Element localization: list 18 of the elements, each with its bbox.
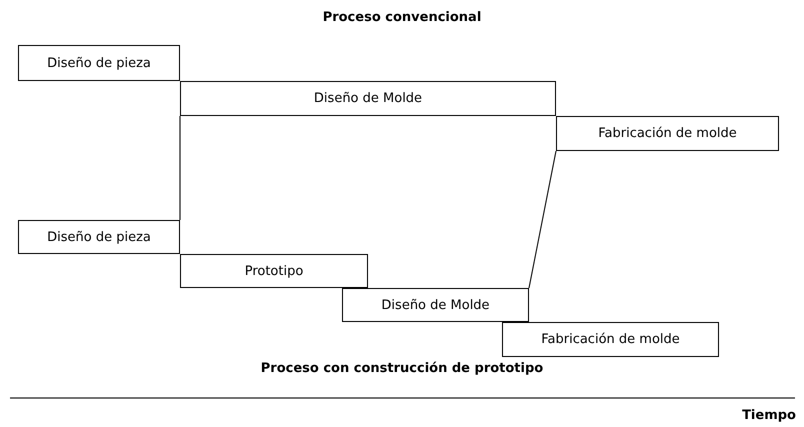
process-box <box>556 116 779 151</box>
process-box <box>180 81 556 116</box>
section-label: Proceso con construcción de prototipo <box>260 361 544 376</box>
process-box <box>180 254 368 288</box>
axis-label: Tiempo <box>741 408 796 423</box>
process-box <box>18 220 180 254</box>
box-label: Diseño de pieza <box>47 56 151 70</box>
process-box <box>342 288 529 322</box>
box-label: Prototipo <box>244 264 304 278</box>
process-box <box>502 322 719 357</box>
diagram-title: Proceso convencional <box>322 10 482 25</box>
box-label: Diseño de pieza <box>47 230 151 244</box>
process-box <box>18 45 180 81</box>
box-label: Diseño de Molde <box>381 298 490 312</box>
connector-line <box>528 150 556 288</box>
box-label: Fabricación de molde <box>598 126 737 141</box>
box-label: Diseño de Molde <box>314 91 422 106</box>
box-label: Fabricación de molde <box>541 332 680 347</box>
